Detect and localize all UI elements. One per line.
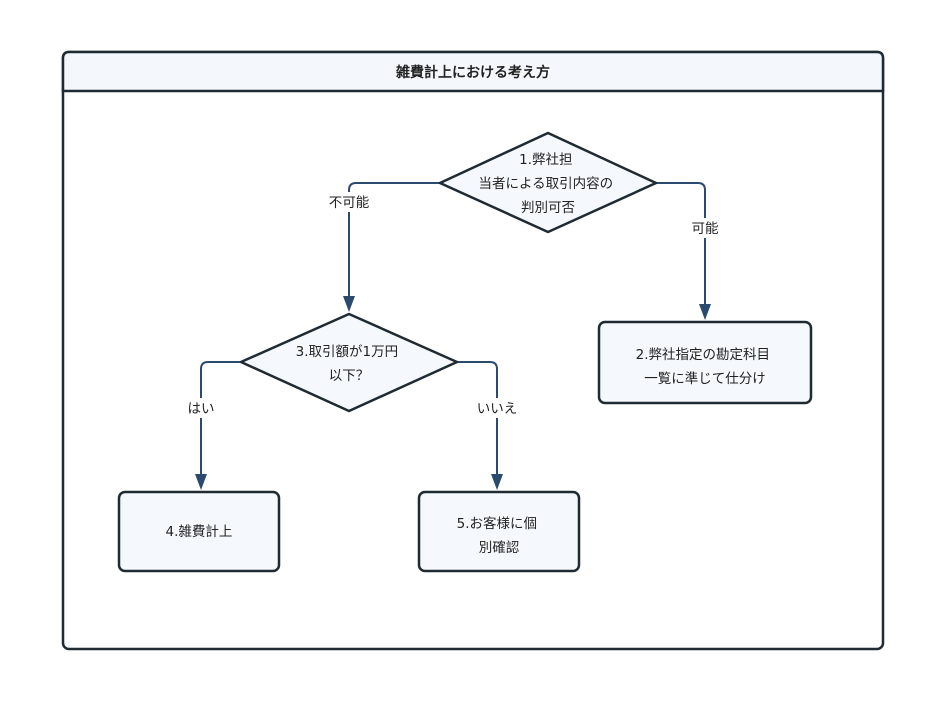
edge-q1-to-r2 [656,182,706,306]
process-4 [117,490,281,573]
edge-label-bg [320,192,378,212]
decision-1-line: 当者による取引内容の [479,175,614,192]
decision-3 [239,312,459,413]
frame-header [61,50,885,93]
process-5-line: 5.お客様に個 [457,515,537,532]
arrowhead-q3 [343,296,355,312]
process-2 [597,320,813,405]
edge-label-q1-yes: 可能 [692,221,719,237]
process-5-label: 5.お客様に個 別確認 [457,515,542,556]
process-5 [417,490,581,573]
decision-3-line: 以下？ [329,368,370,384]
edge-label-q3-no: いいえ [477,401,518,417]
edge-label-q3-yes: はい [188,401,215,417]
decision-1-line: 判別可否 [521,200,575,216]
edge-label-bg [470,398,524,418]
process-5-line: 別確認 [479,540,520,556]
decision-1 [438,131,658,234]
edge-q3-to-r4 [200,361,241,476]
decision-3-label: 3.取引額が1万円 以下？ [296,344,403,384]
arrowhead-r5 [491,474,503,490]
process-2-label: 2.弊社指定の勘定科目 一覧に準じて仕分け [636,347,775,387]
decision-3-line: 3.取引額が1万円 [296,344,398,360]
process-4-label: 4.雑費計上 [166,524,233,540]
edge-q3-to-r5 [457,361,498,476]
edge-label-q1-no: 不可能 [329,195,370,211]
edge-q1-to-q3 [348,182,440,298]
decision-1-label: 1.弊社担 当者による取引内容の 判別可否 [479,152,618,216]
edge-label-bg [183,398,219,418]
arrowhead-r2 [699,304,711,320]
process-2-line: 一覧に準じて仕分け [644,370,766,387]
edge-label-bg [683,218,727,238]
process-2-line: 2.弊社指定の勘定科目 [636,347,770,363]
frame-title: 雑費計上における考え方 [395,64,550,81]
decision-1-line: 1.弊社担 [519,152,572,168]
arrowhead-r4 [195,474,207,490]
